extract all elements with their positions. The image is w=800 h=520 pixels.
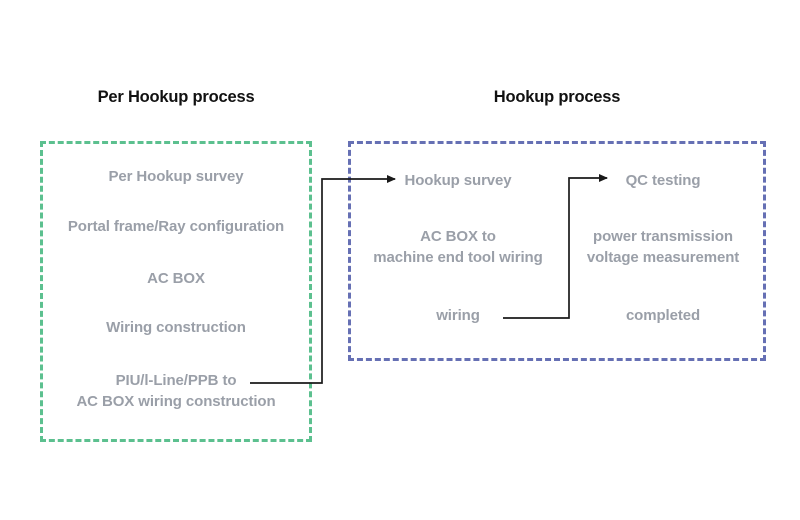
page-title-left: Per Hookup process xyxy=(97,88,255,106)
node-wiring[interactable]: wiring xyxy=(436,307,480,324)
node-portal-frame-ray-configuration[interactable]: Portal frame/Ray configuration xyxy=(67,218,285,235)
node-power-transmission-voltage-measurement[interactable]: power transmission voltage measurement xyxy=(586,228,740,266)
node-piu-line-ppb-to-ac-box-wiring-construction[interactable]: PIU/l-Line/PPB to AC BOX wiring construc… xyxy=(76,372,276,410)
node-wiring-construction[interactable]: Wiring construction xyxy=(106,319,246,336)
node-ac-box-to-machine-end-tool-wiring[interactable]: AC BOX to machine end tool wiring xyxy=(373,228,543,266)
node-ac-box[interactable]: AC BOX xyxy=(147,270,205,287)
node-hookup-survey[interactable]: Hookup survey xyxy=(404,172,512,189)
page-title-right: Hookup process xyxy=(493,88,621,106)
node-qc-testing[interactable]: QC testing xyxy=(625,172,701,189)
node-per-hookup-survey[interactable]: Per Hookup survey xyxy=(108,168,244,185)
node-completed[interactable]: completed xyxy=(625,307,701,324)
